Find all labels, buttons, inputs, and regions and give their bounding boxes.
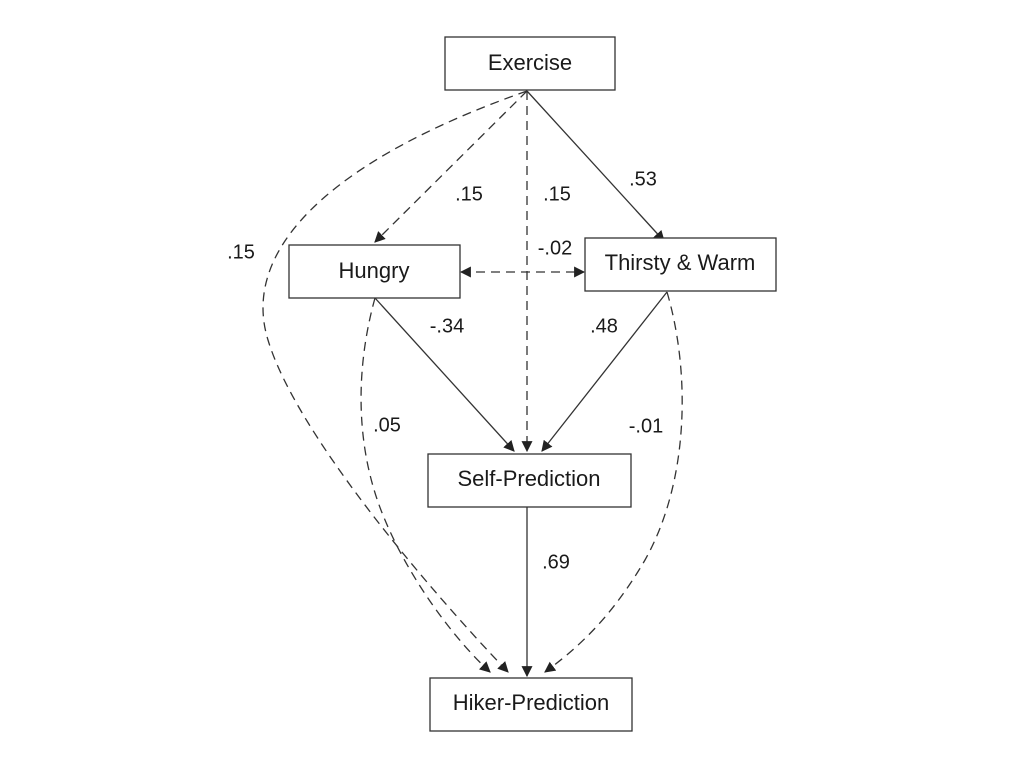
- node-exercise: Exercise: [444, 36, 616, 91]
- node-hungry: Hungry: [288, 244, 461, 299]
- coef-thirsty-hiker: -.01: [629, 415, 663, 437]
- node-thirsty-warm: Thirsty & Warm: [584, 237, 777, 292]
- coef-self-hiker: .69: [542, 551, 570, 573]
- edge-exercise-thirsty: [526, 90, 665, 242]
- coef-exercise-hungry: .15: [455, 183, 483, 205]
- node-thirsty-warm-label: Thirsty & Warm: [605, 250, 756, 275]
- node-exercise-label: Exercise: [488, 50, 572, 75]
- edge-thirsty-hiker: [544, 291, 683, 673]
- node-hungry-label: Hungry: [339, 258, 410, 283]
- edge-exercise-hungry: [374, 90, 528, 243]
- coef-thirsty-self: .48: [590, 315, 618, 337]
- coef-hungry-thirsty: -.02: [538, 237, 572, 259]
- edge-exercise-hiker: [262, 90, 528, 673]
- edge-hungry-hiker: [360, 297, 491, 673]
- coef-exercise-self: .15: [543, 183, 571, 205]
- node-hiker-prediction: Hiker-Prediction: [429, 677, 633, 732]
- node-hiker-prediction-label: Hiker-Prediction: [453, 690, 610, 715]
- coef-exercise-thirsty: .53: [629, 168, 657, 190]
- nodes: Exercise Hungry Thirsty & Warm Self-Pred…: [288, 36, 777, 732]
- coef-exercise-hiker: .15: [227, 241, 255, 263]
- node-self-prediction: Self-Prediction: [427, 453, 632, 508]
- coef-hungry-self: -.34: [430, 315, 464, 337]
- coef-hungry-hiker: .05: [373, 414, 401, 436]
- node-self-prediction-label: Self-Prediction: [457, 466, 600, 491]
- edges: [262, 90, 683, 678]
- edge-thirsty-self: [541, 291, 668, 452]
- edge-hungry-self: [374, 297, 515, 452]
- coefficient-labels: .15 .15 .53 .15 -.02 -.34 .48 .05 -.01 .…: [227, 168, 663, 573]
